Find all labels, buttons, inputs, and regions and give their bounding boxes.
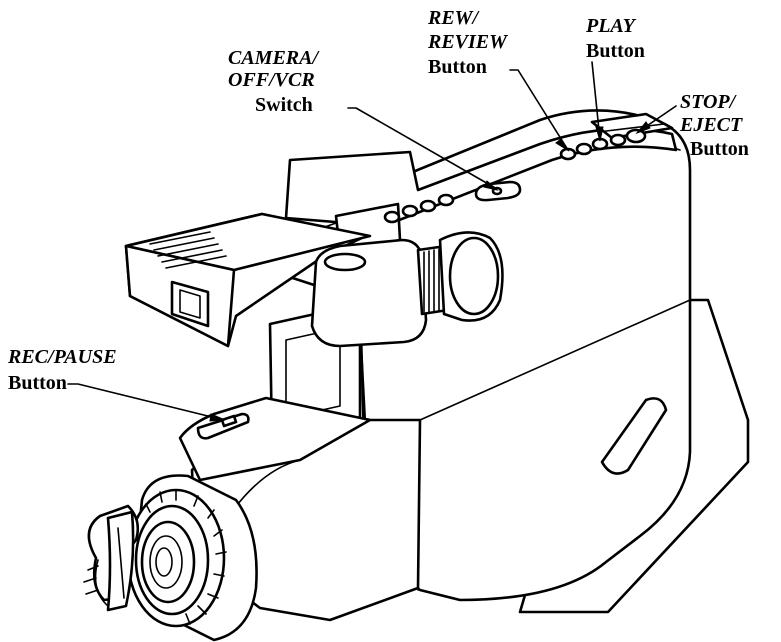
leader-stop-eject-arrow [635,121,651,135]
viewfinder-vent-lines [149,231,227,269]
camcorder-illustration [83,109,750,642]
deck-button[interactable] [383,210,401,224]
lens-glass-center [155,547,173,577]
leader-rec-pause [67,383,225,421]
callout-stop-eject-line3: Button [690,138,749,160]
leader-camera-switch [347,107,498,190]
lens-glass-inner [149,535,183,589]
callout-camera-switch: CAMERA/ OFF/VCR Switch [228,47,320,116]
hand-strap-stitch [83,527,125,607]
callout-rew-review-line1: REW/ [427,7,480,29]
stop-eject-button[interactable] [625,128,647,144]
viewfinder-window-inner [179,289,201,319]
callout-stop-eject: STOP/ EJECT Button [679,91,749,160]
callout-rew-review-line3: Button [428,56,487,78]
callout-play-line2: Button [586,40,645,62]
cassette-lid [590,112,674,140]
callout-camera-switch-line3: Switch [255,94,313,116]
side-grip-recess [600,397,668,475]
eyepiece-cap [323,252,367,272]
eyepiece-cup-rim [448,236,500,316]
cassette-lid-line [597,123,665,133]
body-side-crease [419,299,691,421]
callout-rec-pause-line2: Button [8,372,67,394]
lens-knurl-marks [145,489,227,625]
deck-button[interactable] [575,142,593,156]
callout-camera-switch-line2: OFF/VCR [228,69,315,91]
callout-play: PLAY Button [585,15,645,62]
deck-button[interactable] [419,199,437,213]
callout-stop-eject-line2: EJECT [679,114,743,136]
viewfinder-window [170,280,210,328]
leader-rew-review [509,69,569,151]
callout-stop-eject-line1: STOP/ [680,91,738,113]
callout-rew-review-line2: REVIEW [427,31,508,53]
callout-rew-review: REW/ REVIEW Button [427,7,508,78]
leader-play-arrow [595,126,604,142]
eyepiece-ring-knurl [423,247,445,313]
deck-button[interactable] [437,193,455,207]
callout-camera-switch-line1: CAMERA/ [228,47,320,69]
leader-rew-review-arrow [555,138,570,152]
leader-rec-pause-arrow [209,413,226,422]
deck-button[interactable] [609,133,627,147]
callout-rec-pause-line1: REC/PAUSE [7,346,117,368]
callout-play-line1: PLAY [585,15,637,37]
deck-button[interactable] [401,204,419,218]
leader-camera-switch-arrow [483,180,499,191]
callout-leaders [67,61,677,422]
rec-pause-button-mark [220,414,238,428]
callout-rec-pause: REC/PAUSE Button [7,346,117,394]
